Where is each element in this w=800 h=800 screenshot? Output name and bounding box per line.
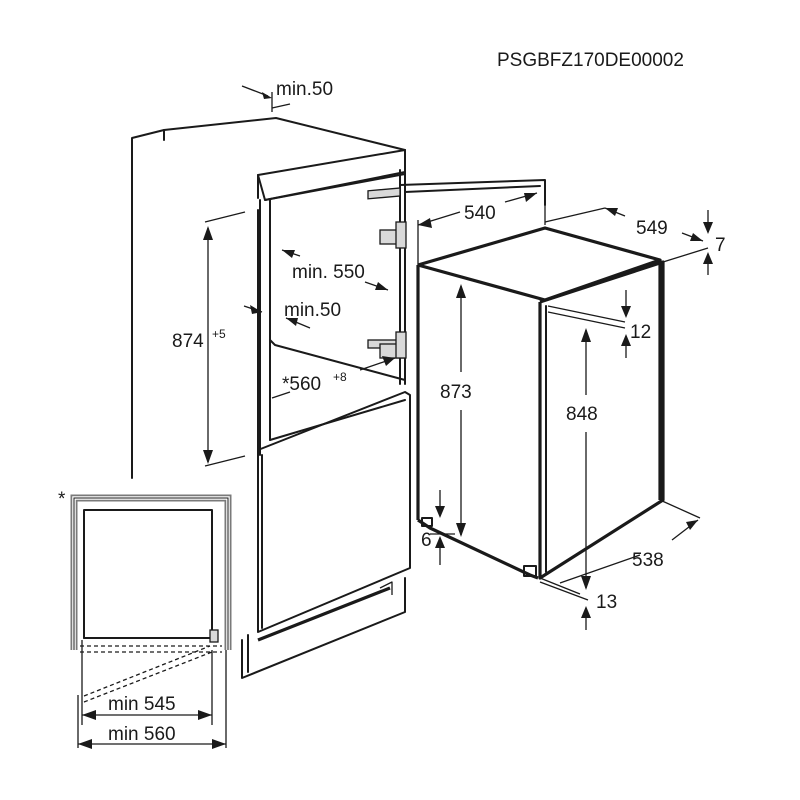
appliance-body xyxy=(416,226,665,580)
drawing-code: PSGBFZ170DE00002 xyxy=(497,50,684,71)
label-depth-540: 540 xyxy=(464,203,496,224)
label-height-848: 848 xyxy=(566,404,598,425)
hinge-upper xyxy=(367,187,407,249)
label-foot-6: 6 xyxy=(421,530,432,551)
dimension-lines xyxy=(203,85,713,630)
label-niche-height-tol: +5 xyxy=(212,327,226,341)
label-niche-height: 874 xyxy=(172,331,204,352)
label-offset-7: 7 xyxy=(715,235,726,256)
label-depth-549: 549 xyxy=(636,218,668,239)
label-plan-min-560: min 560 xyxy=(108,724,176,745)
label-asterisk: * xyxy=(58,489,66,510)
label-offset-13: 13 xyxy=(596,592,617,613)
plan-view xyxy=(70,494,232,749)
label-niche-depth: min. 550 xyxy=(292,262,365,283)
label-top-vent: min.50 xyxy=(276,79,333,100)
label-height-873: 873 xyxy=(440,382,472,403)
label-rear-vent: min.50 xyxy=(284,300,341,321)
kitchen-cabinet xyxy=(131,117,546,679)
label-plan-min-545: min 545 xyxy=(108,694,176,715)
hinge-lower xyxy=(367,331,407,359)
label-gap-12: 12 xyxy=(630,322,651,343)
label-niche-width: *560 xyxy=(282,374,321,395)
label-niche-width-tol: +8 xyxy=(333,370,347,384)
dimension-labels: min.50 874 +5 min. 550 min.50 *560 +8 54… xyxy=(58,79,726,745)
label-depth-538: 538 xyxy=(632,550,664,571)
